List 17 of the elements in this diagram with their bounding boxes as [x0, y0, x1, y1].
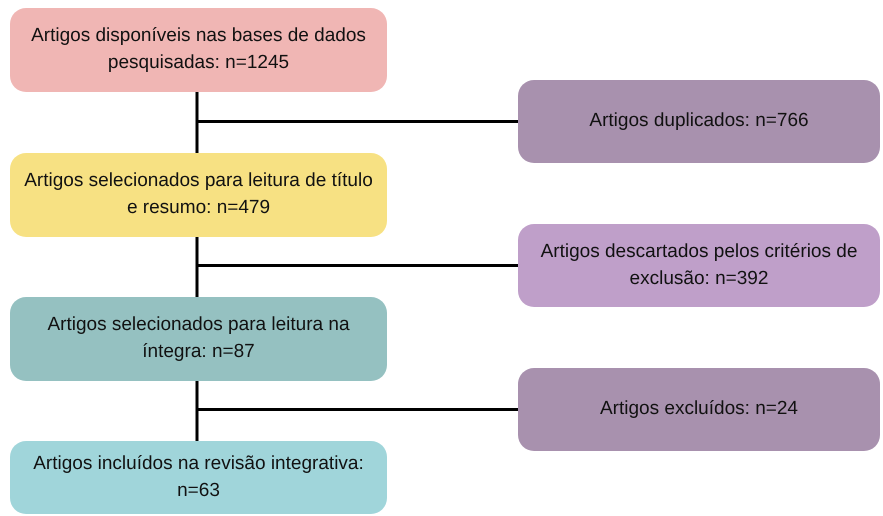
- process-box: [518, 80, 880, 163]
- box-text: Artigos duplicados: n=766: [589, 109, 809, 134]
- box-text: Artigos selecionados para leitura de título e resumo: n=479: [23, 169, 374, 220]
- box-text: Artigos descartados pelos critérios de exclusão: n=392: [540, 240, 858, 290]
- process-box: [518, 368, 880, 451]
- connector-line: [196, 92, 518, 123]
- connector-line: [196, 381, 518, 411]
- process-box: [10, 441, 387, 514]
- box-text: Artigos incluídos na revisão integrativa: n=63: [32, 452, 365, 502]
- process-box: [10, 8, 387, 92]
- process-box: [518, 224, 880, 307]
- box-text: Artigos selecionados para leitura na íntegra: n=87: [46, 313, 351, 364]
- process-box: [10, 297, 387, 381]
- connector-line: [196, 237, 518, 267]
- box-text: Artigos excluídos: n=24: [600, 397, 798, 422]
- process-box: [10, 153, 387, 237]
- box-text: Artigos disponíveis nas bases de dados pesquisadas: n=1245: [30, 24, 367, 75]
